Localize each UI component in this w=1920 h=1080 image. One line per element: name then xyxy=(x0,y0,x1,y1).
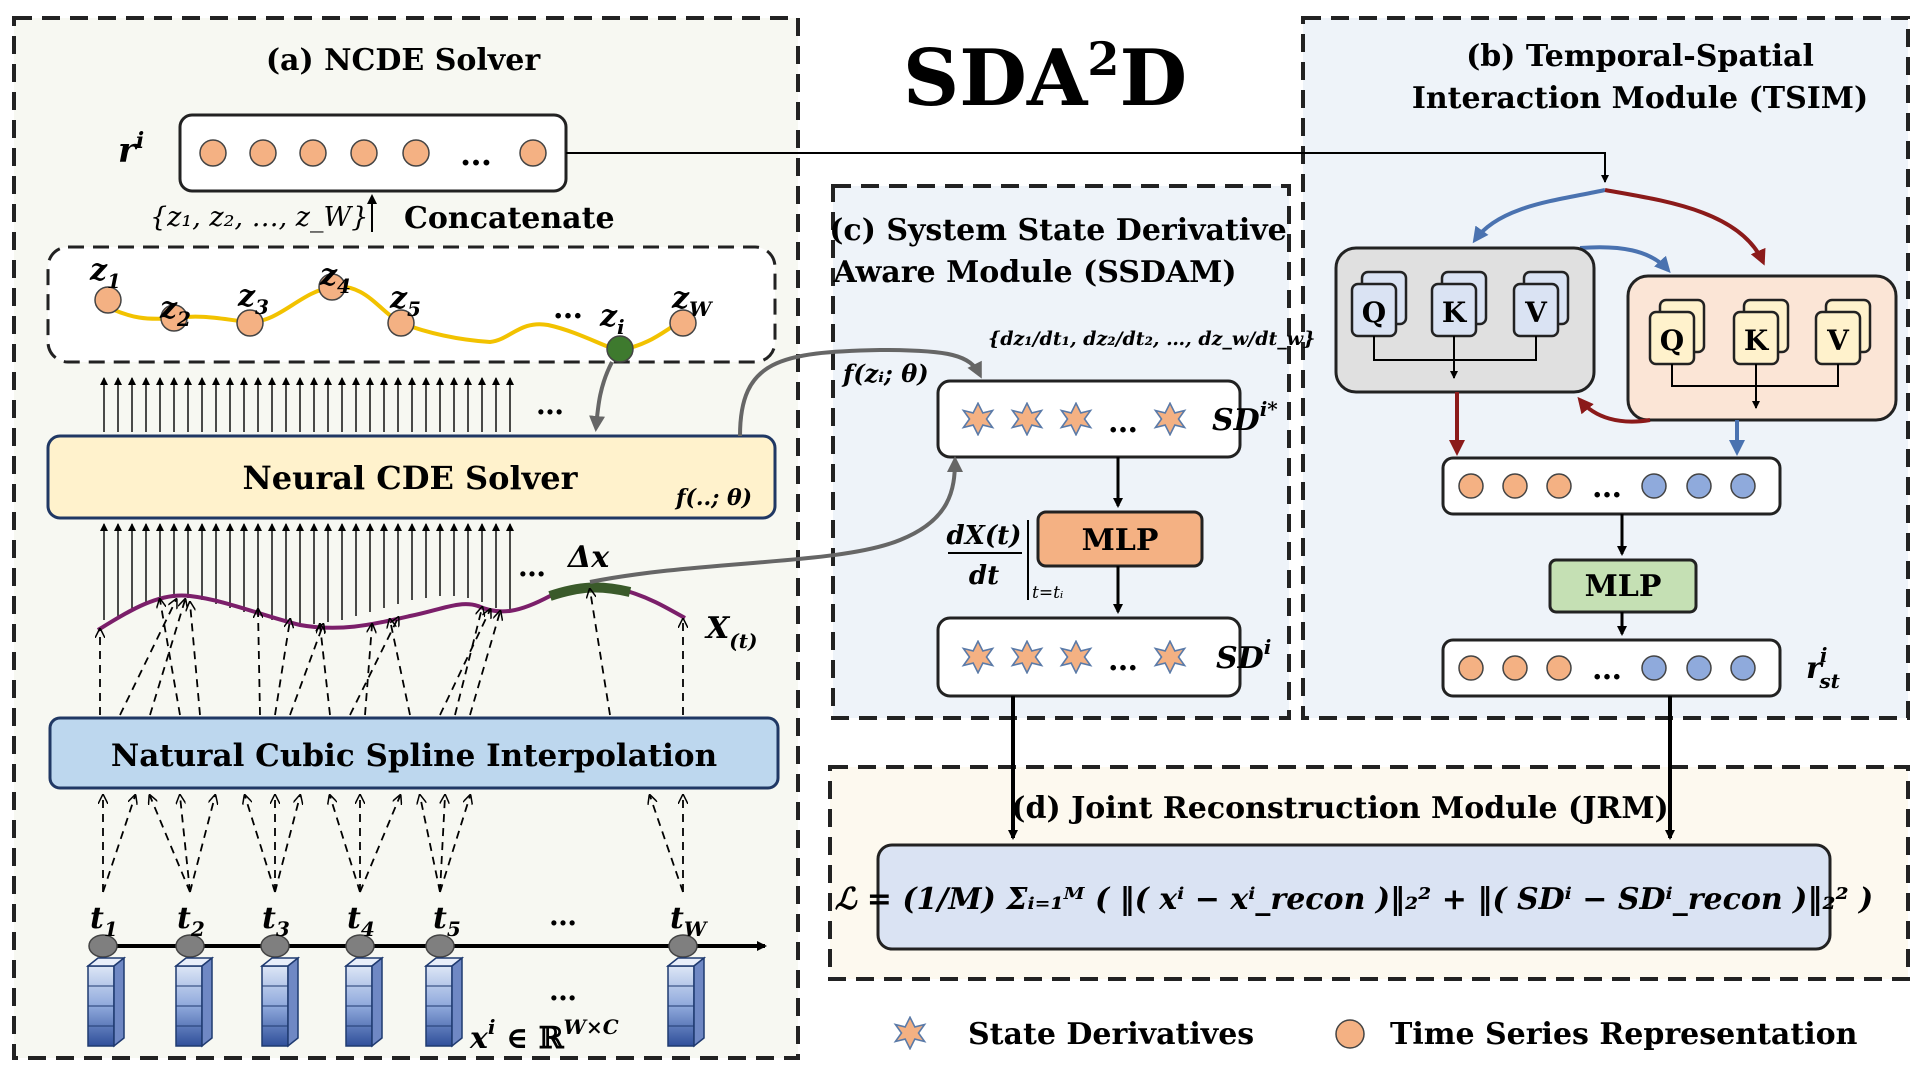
svg-text:t5: t5 xyxy=(433,901,461,941)
svg-text:z2: z2 xyxy=(159,291,191,331)
time-ellipsis: … xyxy=(549,899,577,932)
temporal-q: Q xyxy=(1362,296,1386,329)
loss-function-box xyxy=(876,843,1832,951)
time-nodes xyxy=(88,934,698,958)
z-set-label: {z₁, z₂, …, z_W} xyxy=(150,202,368,233)
time-labels: t1 t2 t3 t4 t5 tW xyxy=(90,901,709,941)
xt-label: X(t) xyxy=(704,611,757,653)
solver-arrows-ellipsis: … xyxy=(536,388,564,421)
dxdt-numerator: dX(t) xyxy=(947,521,1022,551)
delta-x-label: Δx xyxy=(566,540,610,575)
cubes-ellipsis: … xyxy=(549,974,577,1007)
temporal-qkv-merge xyxy=(1373,336,1537,378)
legend-star-label: State Derivatives xyxy=(968,1017,1254,1052)
loss-function: ℒ = (1/M) Σᵢ₌₁ᴹ ( ‖( xⁱ − xⁱ_recon )‖₂² … xyxy=(835,882,1874,917)
temporal-qkv xyxy=(1350,270,1570,338)
tsim-panel-title-1: (b) Temporal-Spatial xyxy=(1466,39,1814,74)
split-red-arrow xyxy=(1604,188,1766,266)
delta-x-to-sd-star-arrow xyxy=(589,456,963,584)
tsim-concat-nodes xyxy=(1458,473,1756,499)
svg-text:zi: zi xyxy=(599,299,625,339)
tsim-concat-vector xyxy=(1441,456,1782,516)
natural-cubic-spline-label: Natural Cubic Spline Interpolation xyxy=(111,738,717,774)
solver-to-sd-star-arrow xyxy=(738,347,982,437)
sd-ellipsis: … xyxy=(1108,643,1138,678)
natural-cubic-spline-block xyxy=(48,716,780,790)
sd-star-label: SDi* xyxy=(1212,397,1278,438)
svg-text:z3: z3 xyxy=(237,279,269,319)
split-blue-arrow xyxy=(1472,188,1606,244)
ncde-panel-title: (a) NCDE Solver xyxy=(266,43,541,78)
ssdam-panel-title-2: Aware Module (SSDAM) xyxy=(832,255,1236,290)
svg-text:tW: tW xyxy=(670,901,709,941)
svg-text:z5: z5 xyxy=(389,281,421,321)
r-i-to-tsim-line xyxy=(566,152,1609,183)
r-i-label: ri xyxy=(118,128,144,171)
spatial-qkv-merge xyxy=(1671,364,1839,408)
cross-blue-arrow xyxy=(1579,245,1671,273)
spatial-v: V xyxy=(1826,324,1850,357)
main-title: SDA2D xyxy=(903,32,1187,124)
ssdam-mlp xyxy=(1036,510,1204,568)
svg-text:t1: t1 xyxy=(90,901,118,941)
r-st-vector xyxy=(1441,638,1782,698)
svg-text:t2: t2 xyxy=(177,901,205,941)
input-feature-cubes xyxy=(85,956,707,1048)
tsim-concat-ellipsis: … xyxy=(1592,470,1622,505)
zi-to-solver-arrow xyxy=(589,361,614,432)
sd-star-vector xyxy=(936,379,1242,459)
solver-input-arrows xyxy=(100,523,514,624)
dxdt-eval-point: t=tᵢ xyxy=(1032,583,1063,603)
temporal-k: K xyxy=(1442,296,1468,329)
sd-star-ellipsis: … xyxy=(1108,405,1138,440)
z-ellipsis: … xyxy=(553,291,583,326)
svg-text:z1: z1 xyxy=(89,253,121,293)
temporal-v: V xyxy=(1524,296,1548,329)
legend-circle-icon xyxy=(1335,1019,1365,1049)
spatial-q: Q xyxy=(1660,324,1684,357)
z-trajectory-box xyxy=(46,245,777,364)
legend-star-icon xyxy=(894,1016,926,1050)
spline-to-curve-arrows xyxy=(100,590,683,716)
neural-cde-solver-label: Neural CDE Solver xyxy=(243,459,579,497)
ssdam-mlp-label: MLP xyxy=(1082,523,1159,558)
sd-vector xyxy=(936,616,1242,698)
input-x-label: xi ∈ ℝW×C xyxy=(469,1015,619,1056)
svg-text:zW: zW xyxy=(671,281,714,321)
input-arrows-ellipsis: … xyxy=(518,550,546,583)
svg-text:t4: t4 xyxy=(347,901,375,941)
legend-circle-label: Time Series Representation xyxy=(1390,1017,1858,1052)
derivative-set-label: {dz₁/dt₁, dz₂/dt₂, …, dz_w/dt_w} xyxy=(988,328,1315,350)
svg-text:z4: z4 xyxy=(319,258,351,298)
r-st-nodes xyxy=(1458,655,1756,681)
f-theta-label: f(..; θ) xyxy=(674,485,752,511)
concatenate-label: Concatenate xyxy=(404,201,615,236)
spatial-qkv xyxy=(1648,298,1872,366)
z-labels: z1 z2 z3 z4 z5 zi zW xyxy=(89,253,714,339)
f-zi-theta-label: f(zᵢ; θ) xyxy=(841,359,929,388)
solver-output-arrows xyxy=(100,377,514,432)
ssdam-panel-title-1: (c) System State Derivative xyxy=(829,213,1287,248)
tsim-mlp-label: MLP xyxy=(1585,569,1662,604)
neural-cde-solver xyxy=(46,434,777,520)
r-i-ellipsis: … xyxy=(460,135,492,173)
r-i-nodes xyxy=(199,139,547,167)
z-nodes xyxy=(94,273,697,363)
svg-text:t3: t3 xyxy=(262,901,290,941)
sd-label: SDi xyxy=(1216,635,1271,676)
timestamps-to-spline-arrows xyxy=(103,796,683,893)
cross-red-arrow xyxy=(1577,396,1651,424)
spatial-k: K xyxy=(1744,324,1770,357)
dxdt-denominator: dt xyxy=(969,561,999,591)
tsim-panel-title-2: Interaction Module (TSIM) xyxy=(1412,81,1868,116)
r-st-ellipsis: … xyxy=(1592,652,1622,687)
jrm-panel-title: (d) Joint Reconstruction Module (JRM) xyxy=(1011,791,1668,826)
